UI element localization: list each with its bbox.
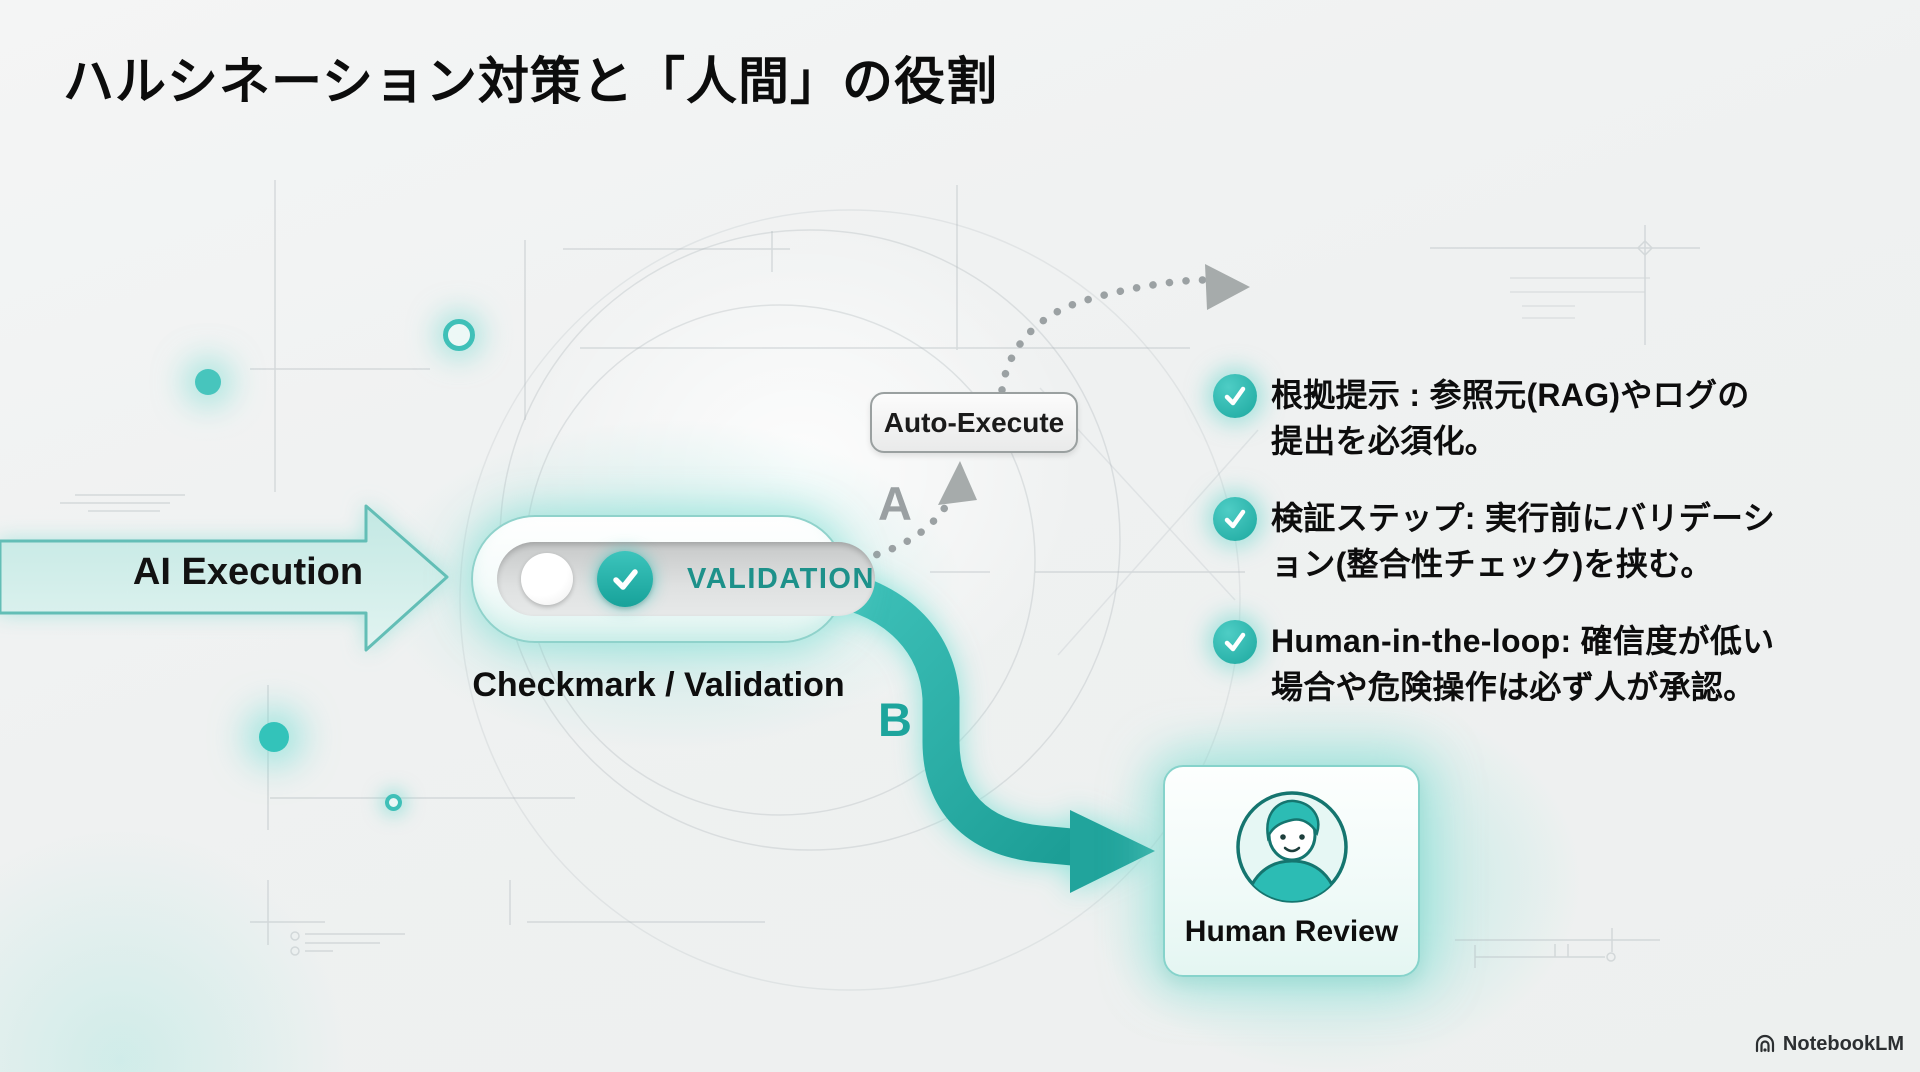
deco-ring-icon [443,319,475,351]
check-badge-icon [1213,497,1257,541]
validation-toggle[interactable]: VALIDATION [471,515,875,643]
path-a-label: A [878,477,912,530]
human-review-label: Human Review [1184,915,1399,948]
page-title: ハルシネーション対策と「人間」の役割 [63,53,998,110]
human-review-card[interactable]: Human Review [1163,765,1420,977]
bullet-text: 検証ステップ: 実行前にバリデーシ ョン(整合性チェック)を挟む。 [1271,500,1776,582]
lens-highlight [520,220,1080,720]
ai-execution-label: AI Execution [132,551,364,593]
brand-badge: NotebookLM [1753,1032,1904,1056]
list-item: 検証ステップ: 実行前にバリデーシ ョン(整合性チェック)を挟む。 [1213,495,1893,587]
list-item: Human-in-the-loop: 確信度が低い 場合や危険操作は必ず人が承認… [1213,618,1893,710]
notebooklm-logo-icon [1755,1034,1775,1053]
corner-glow [0,830,350,1072]
check-badge-icon [1213,374,1257,418]
path-b-label: B [878,693,912,746]
validation-label: VALIDATION [687,562,875,595]
toggle-knob[interactable] [521,553,573,605]
check-badge-icon [1213,620,1257,664]
brand-label: NotebookLM [1782,1032,1904,1055]
bullet-text: Human-in-the-loop: 確信度が低い 場合や危険操作は必ず人が承認… [1271,623,1775,705]
deco-dot-icon [195,369,221,395]
deco-ring-icon [385,794,402,811]
deco-dot-icon [259,722,289,752]
bullet-text: 根拠提示 : 参照元(RAG)やログの 提出を必須化。 [1271,377,1750,459]
check-icon [597,551,653,607]
person-avatar-icon [1235,791,1348,903]
toggle-caption: Checkmark / Validation [472,666,845,704]
list-item: 根拠提示 : 参照元(RAG)やログの 提出を必須化。 [1213,372,1893,464]
auto-execute-button[interactable]: Auto-Execute [870,392,1078,453]
toggle-track: VALIDATION [497,542,875,616]
bullet-list: 根拠提示 : 参照元(RAG)やログの 提出を必須化。 検証ステップ: 実行前に… [1213,372,1893,741]
